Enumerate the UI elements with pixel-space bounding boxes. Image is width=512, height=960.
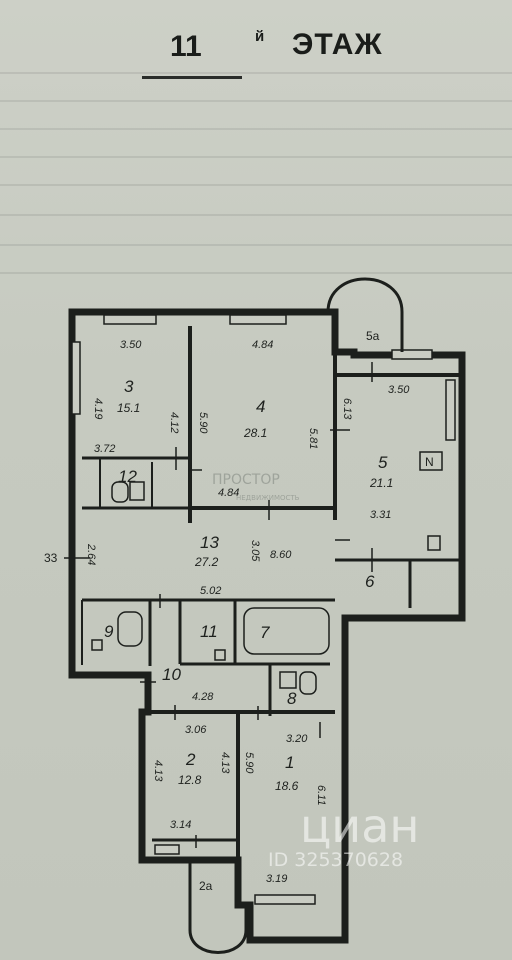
- balcony-outlines: [188, 277, 404, 954]
- dim-r2-top: 3.06: [185, 724, 207, 736]
- dim-r2-left: 4.13: [152, 760, 164, 782]
- dim-r3-right: 4.12: [168, 412, 180, 433]
- dim-r13-left: 2.64: [85, 543, 97, 565]
- plan-walls: [68, 308, 466, 944]
- room-11-number: 11: [200, 622, 218, 641]
- heading-underline: [142, 76, 242, 79]
- dim-r10-width: 4.28: [192, 691, 214, 703]
- dim-r13-right: 8.60: [270, 549, 292, 561]
- balcony-5a-label: 5а: [366, 329, 380, 343]
- background-text-ghost: [0, 156, 512, 158]
- watermark-logo: ПРОСТОР: [212, 472, 280, 488]
- background-text-ghost: [0, 272, 512, 274]
- dim-r1-right: 6.11: [315, 785, 327, 806]
- room-13-number: 13: [200, 533, 219, 552]
- background-text-ghost: [0, 72, 512, 74]
- room-1-area: 18.6: [275, 779, 299, 793]
- floor-number: 11: [170, 30, 202, 63]
- room-8-number: 8: [287, 689, 297, 708]
- dim-r1-left: 5.90: [243, 752, 255, 774]
- dim-r2-right: 4.13: [219, 752, 231, 774]
- room-5-symbol: N: [425, 455, 434, 469]
- watermark-brand: циан: [300, 799, 419, 853]
- floor-heading: 11 й ЭТАЖ: [0, 24, 512, 84]
- dim-r1-bottom: 3.19: [266, 873, 287, 885]
- room-12-number: 12: [118, 467, 137, 486]
- dim-r13-bottom: 5.02: [200, 585, 221, 597]
- balcony-2a-label: 2а: [199, 879, 213, 893]
- room-5-area: 21.1: [369, 476, 393, 490]
- floor-word: ЭТАЖ: [292, 28, 383, 61]
- background-text-ghost: [0, 100, 512, 102]
- room-6-number: 6: [365, 572, 375, 591]
- dim-r5-left: 6.13: [341, 398, 353, 420]
- fixtures: [91, 451, 443, 695]
- room-3-area: 15.1: [117, 401, 140, 415]
- room-3-number: 3: [124, 377, 134, 396]
- room-2-number: 2: [185, 750, 196, 769]
- room-1-number: 1: [285, 753, 294, 772]
- background-text-ghost: [0, 244, 512, 246]
- dim-r4-left: 5.90: [197, 412, 209, 434]
- background-text-ghost: [0, 184, 512, 186]
- windows: [71, 314, 456, 905]
- watermark-logo-sub: НЕДВИЖИМОСТЬ: [236, 494, 300, 502]
- background-text-ghost: [0, 214, 512, 216]
- dim-r5-right: 3.31: [370, 509, 391, 521]
- dim-r4-right: 5.81: [307, 428, 319, 449]
- room-4-area: 28.1: [243, 426, 267, 440]
- watermark-id: ID 325370628: [268, 849, 403, 871]
- dim-r4-top: 4.84: [252, 339, 273, 351]
- dim-r3-top: 3.50: [120, 339, 142, 351]
- room-2-area: 12.8: [178, 773, 202, 787]
- dim-r5-top: 3.50: [388, 384, 410, 396]
- dim-r4-bottom: 4.84: [218, 487, 239, 499]
- floor-suffix: й: [255, 28, 265, 45]
- dim-r1-top: 3.20: [286, 733, 308, 745]
- room-13-area: 27.2: [194, 555, 219, 569]
- room-4-number: 4: [256, 397, 265, 416]
- room-9-number: 9: [104, 622, 114, 641]
- dim-r2-bottom: 3.14: [170, 819, 191, 831]
- side-label: 33: [44, 551, 58, 565]
- dimension-ticks: [64, 362, 373, 848]
- background-text-ghost: [0, 128, 512, 130]
- room-5-number: 5: [378, 453, 388, 472]
- dim-r3-bottom: 3.72: [94, 443, 115, 455]
- room-10-number: 10: [162, 665, 181, 684]
- dim-r3-left: 4.19: [92, 398, 104, 419]
- dim-r13-mid: 3.05: [249, 540, 261, 562]
- room-7-number: 7: [260, 623, 270, 642]
